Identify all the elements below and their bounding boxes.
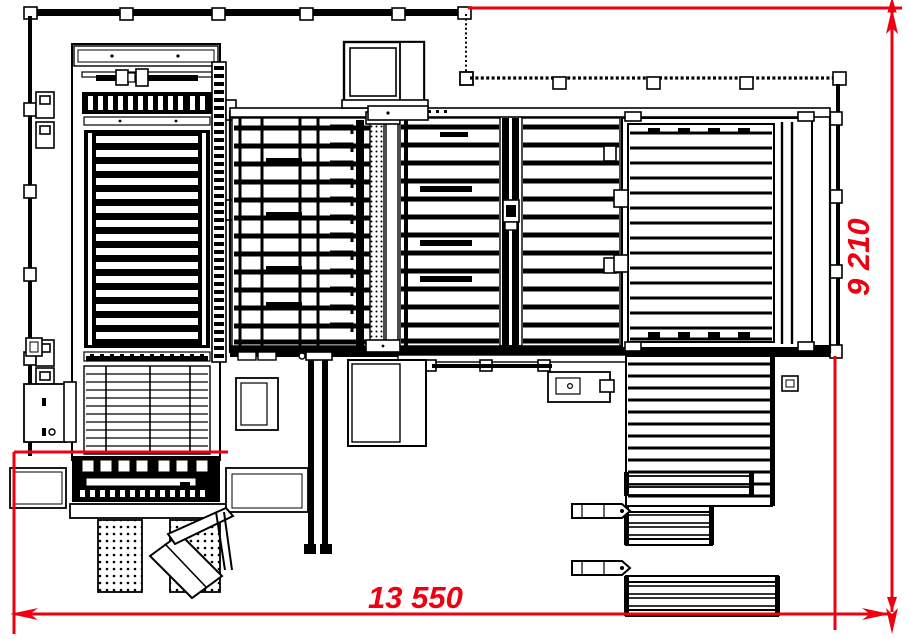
left-lower-cabinets: [23, 337, 77, 443]
lower-center-cabinet: [347, 359, 427, 447]
tilting-arm: [148, 506, 235, 600]
roller-conveyor-bank: [399, 117, 501, 347]
perforated-belt-column: [365, 111, 401, 353]
right-center-slat-bank: [521, 117, 621, 347]
secondary-gantry-rail: [470, 71, 847, 359]
control-cabinet: [341, 40, 447, 121]
misc-detail-marks: [237, 351, 306, 361]
left-side-brackets: [35, 91, 55, 395]
vertical-dimension-label: 9 210: [841, 218, 876, 296]
dimension-lines: [10, 0, 902, 634]
horizontal-dimension-label: 13 550: [368, 580, 463, 615]
fork-tines: [571, 503, 632, 576]
center-twin-rails: [502, 118, 520, 346]
pallet-stack-right: [613, 111, 815, 352]
comb-transfer-module: [231, 117, 373, 347]
left-press-module: [71, 43, 221, 461]
bottom-machine-band: [9, 456, 309, 519]
upper-gantry-rail: [23, 6, 474, 456]
vertical-lift-column: [304, 351, 333, 554]
lower-service-cabinets: [235, 371, 799, 431]
